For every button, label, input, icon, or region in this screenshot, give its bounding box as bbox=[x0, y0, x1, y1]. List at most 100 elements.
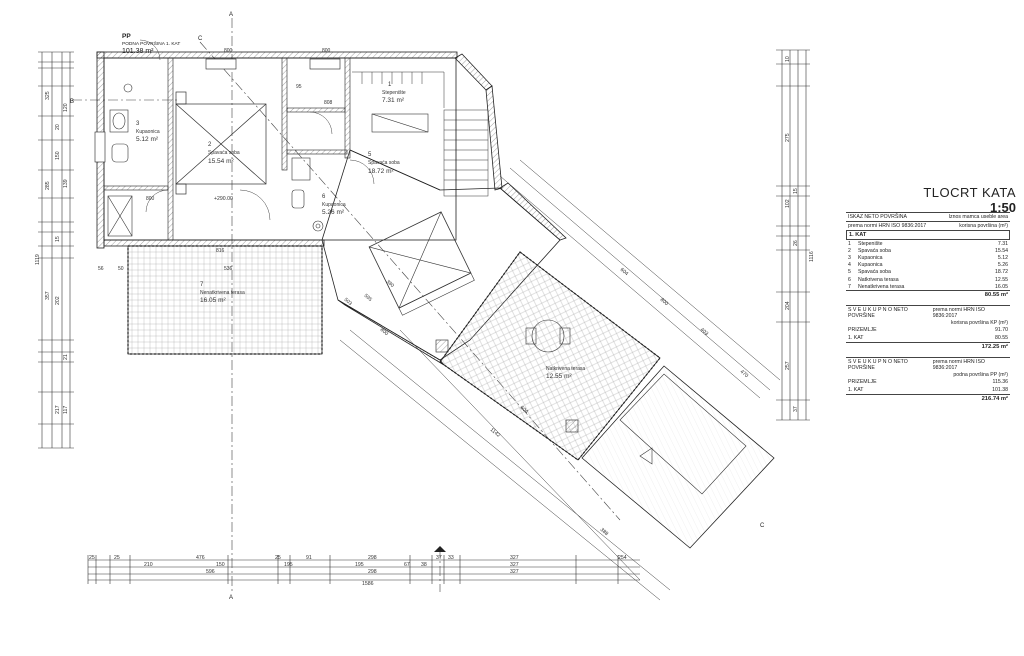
dim-label: 10 bbox=[785, 56, 791, 62]
dim-label: 1142 bbox=[489, 427, 501, 439]
dim-label: 470 bbox=[739, 369, 750, 379]
level-mark: +290.00 bbox=[214, 196, 233, 202]
svg-text:Nenatkrivena terasa: Nenatkrivena terasa bbox=[200, 290, 245, 296]
dim-total-bottom: 1586 bbox=[362, 581, 374, 587]
dim-label: 595 bbox=[363, 293, 373, 303]
bathroom-3-fixtures bbox=[107, 83, 133, 237]
dim-label: 298 bbox=[368, 555, 377, 561]
dim-total-right: 1116 bbox=[809, 251, 815, 262]
left-dimension-chain bbox=[38, 51, 74, 449]
dim-label: 195 bbox=[284, 562, 293, 568]
diagonal-dimensions bbox=[339, 159, 781, 601]
svg-text:Natkrivena terasa: Natkrivena terasa bbox=[546, 366, 585, 372]
room-1: 1 Stepenište 7.31 m² bbox=[382, 82, 406, 104]
svg-text:3: 3 bbox=[136, 121, 140, 127]
bathroom-6-fixtures bbox=[291, 157, 324, 232]
svg-text:5.12 m²: 5.12 m² bbox=[136, 136, 159, 143]
dim-label: 67 bbox=[404, 562, 410, 568]
sheet-scale: 1:50 bbox=[989, 200, 1016, 215]
table-subheader: prema normi HRN ISO 9836:2017 korisna po… bbox=[846, 222, 1010, 230]
dim-label: 15 bbox=[793, 188, 799, 194]
dim-label: 204 bbox=[785, 301, 791, 310]
wardrobe bbox=[371, 113, 429, 133]
bottom-dimension-chain bbox=[87, 555, 640, 584]
dim-label: 327 bbox=[510, 562, 519, 568]
svg-text:5.26 m²: 5.26 m² bbox=[322, 209, 345, 216]
dim-label: 50 bbox=[118, 266, 124, 272]
north-arrow-icon bbox=[434, 546, 446, 552]
dim-label: 21 bbox=[63, 354, 69, 360]
dim-label: 808 bbox=[324, 100, 333, 106]
room-7: 7 Nenatkrivena terasa 16.05 m² bbox=[200, 282, 245, 304]
dim-label: 298 bbox=[368, 569, 377, 575]
svg-text:Stepenište: Stepenište bbox=[382, 90, 406, 96]
table-col0: Iznos mamca useble area bbox=[948, 214, 1008, 220]
dim-label: 195 bbox=[355, 562, 364, 568]
dim-label: 150 bbox=[55, 151, 61, 160]
table-col2: korisna površina (m²) bbox=[959, 223, 1008, 229]
dim-label: 254 bbox=[618, 555, 627, 561]
dim-label: 604 bbox=[619, 267, 630, 277]
svg-text:1: 1 bbox=[388, 82, 392, 88]
dim-label: 139 bbox=[63, 179, 69, 188]
dim-label: 217 bbox=[55, 405, 61, 414]
table-header: ISKAZ NETO POVRŠINA Iznos mamca useble a… bbox=[846, 212, 1010, 222]
summary-pp-col: podna površina PP (m²) bbox=[953, 372, 1008, 379]
dim-total-left: 1119 bbox=[35, 254, 41, 265]
door-swings bbox=[139, 39, 375, 221]
svg-text:Spavaća soba: Spavaća soba bbox=[368, 160, 400, 166]
covered-terrace bbox=[435, 251, 661, 461]
dim-label: 56 bbox=[98, 266, 104, 272]
dim-label: 117 bbox=[63, 406, 69, 414]
dim-label: 327 bbox=[510, 569, 519, 575]
dim-label: 102 bbox=[785, 199, 791, 208]
svg-text:6: 6 bbox=[322, 194, 326, 200]
dim-label: 38 bbox=[421, 562, 427, 568]
summary-pp-title: S V E U K U P N O NETO POVRŠINE bbox=[848, 359, 908, 372]
section-mark-c-end: C bbox=[760, 523, 765, 529]
dim-label: 33 bbox=[448, 555, 454, 561]
pool-area bbox=[581, 365, 775, 549]
right-dimension-chain bbox=[776, 49, 810, 421]
dim-label: 800 bbox=[659, 297, 670, 307]
dim-label: 120 bbox=[63, 103, 69, 112]
room-6: 6 Kupaonica 5.26 m² bbox=[322, 194, 346, 216]
dim-label: 800 bbox=[379, 327, 390, 337]
floor-area-label: PODNA POVRŠINA 1. KAT bbox=[122, 40, 180, 47]
svg-text:Kupaonica: Kupaonica bbox=[136, 129, 160, 135]
room-covered-terrace: Natkrivena terasa 12.55 m² bbox=[546, 366, 585, 380]
wall-south bbox=[103, 239, 325, 247]
staircase bbox=[352, 71, 489, 197]
dim-label: 210 bbox=[144, 562, 153, 568]
bed-room-2 bbox=[175, 91, 267, 195]
dim-label: 37 bbox=[436, 555, 442, 561]
summary-pp: S V E U K U P N O NETO POVRŠINE prema nor… bbox=[846, 357, 1010, 403]
section-mark-a-bottom: A bbox=[229, 595, 233, 601]
floor-header: PP PODNA POVRŠINA 1. KAT 101.38 m² bbox=[122, 33, 180, 55]
summary-pp-norm: prema normi HRN ISO 9836:2017 bbox=[932, 359, 985, 372]
dim-label: 25 bbox=[275, 555, 281, 561]
svg-text:7: 7 bbox=[200, 282, 204, 288]
section-total: 80.55 m² bbox=[846, 290, 1010, 299]
section-markers: A A B C C bbox=[70, 12, 765, 601]
sheet-title: TLOCRT KATA bbox=[923, 185, 1016, 200]
interior-walls bbox=[103, 57, 351, 241]
sheet-title-block: TLOCRT KATA 1:50 bbox=[923, 185, 1016, 215]
dim-label: 388 bbox=[599, 527, 610, 537]
right-dim-labels: 10 275 15 102 26 204 257 37 1116 bbox=[785, 56, 815, 412]
room-labels: 1 Stepenište 7.31 m² 2 Spavaća soba 15.5… bbox=[136, 82, 585, 380]
floor-code: PP bbox=[122, 33, 131, 40]
section-mark-a-top: A bbox=[229, 12, 233, 18]
dim-label: 25 bbox=[114, 555, 120, 561]
left-dim-labels: 325 20 150 120 139 285 15 202 357 21 217… bbox=[35, 91, 69, 414]
svg-text:Spavaća soba: Spavaća soba bbox=[208, 150, 240, 156]
dim-label: 26 bbox=[793, 240, 799, 246]
